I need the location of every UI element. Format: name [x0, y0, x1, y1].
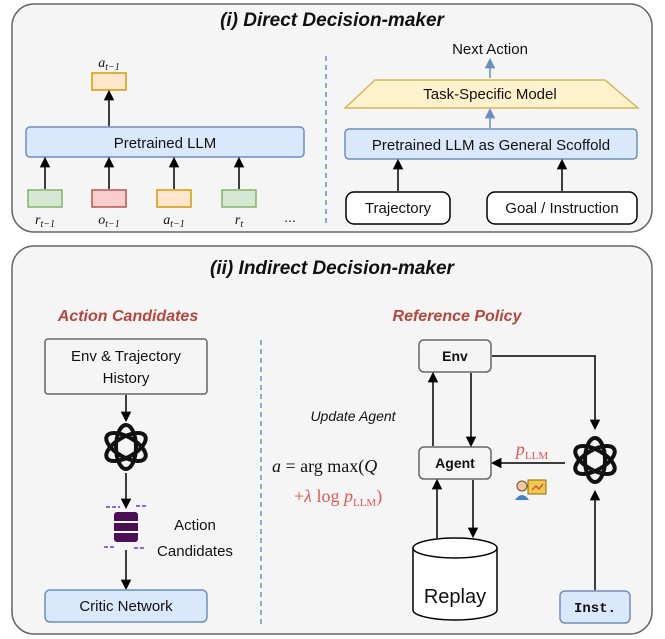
inst-label: Inst. [574, 601, 616, 617]
reference-llm-icon [573, 436, 617, 484]
indirect-panel-title: (ii) Indirect Decision-maker [210, 258, 456, 279]
update-agent-label: Update Agent [310, 408, 396, 424]
task-specific-model-label: Task-Specific Model [423, 86, 556, 103]
scaffold-box [344, 128, 638, 160]
agent-label: Agent [435, 455, 475, 471]
critic-network-label: Critic Network [79, 598, 173, 615]
candidates-label-line2: Candidates [157, 543, 233, 560]
token-box-a-prev [156, 189, 192, 208]
scaffold-label: Pretrained LLM as General Scoffold [372, 137, 610, 154]
token-label-r-t: rt [235, 213, 243, 230]
pretrained-llm-box [25, 126, 305, 158]
action-candidates-heading: Action Candidates [57, 308, 199, 325]
teacher-icon [515, 479, 547, 500]
pretrained-llm-label: Pretrained LLM [114, 135, 217, 152]
critic-network-box [44, 589, 208, 623]
output-token-box [91, 72, 127, 91]
formula-line1: a = arg max(Q [272, 456, 377, 477]
env-box [418, 339, 492, 373]
trajectory-label: Trajectory [365, 200, 432, 217]
token-ellipsis: ... [284, 209, 296, 225]
inst-box [559, 590, 631, 624]
goal-label: Goal / Instruction [505, 200, 618, 217]
next-action-label: Next Action [452, 41, 528, 58]
reference-policy-heading: Reference Policy [393, 308, 523, 325]
candidates-label-line1: Action [174, 517, 216, 534]
history-label-line1: Env & Trajectory [71, 348, 182, 365]
trajectory-box [345, 191, 451, 225]
env-label: Env [442, 348, 468, 364]
env-to-llm-arrow [492, 355, 601, 431]
llm-logo-icon [104, 423, 148, 471]
token-box-r-t [221, 189, 257, 208]
task-specific-model-shape [343, 79, 641, 109]
token-box-o-prev [91, 189, 127, 208]
database-icon [104, 505, 148, 549]
replay-cylinder [412, 537, 498, 621]
token-box-r-prev [27, 189, 63, 208]
direct-panel-title: (i) Direct Decision-maker [220, 10, 445, 31]
goal-box [486, 191, 638, 225]
history-box [44, 338, 208, 395]
replay-label: Replay [424, 586, 486, 608]
history-label-line2: History [103, 370, 150, 387]
